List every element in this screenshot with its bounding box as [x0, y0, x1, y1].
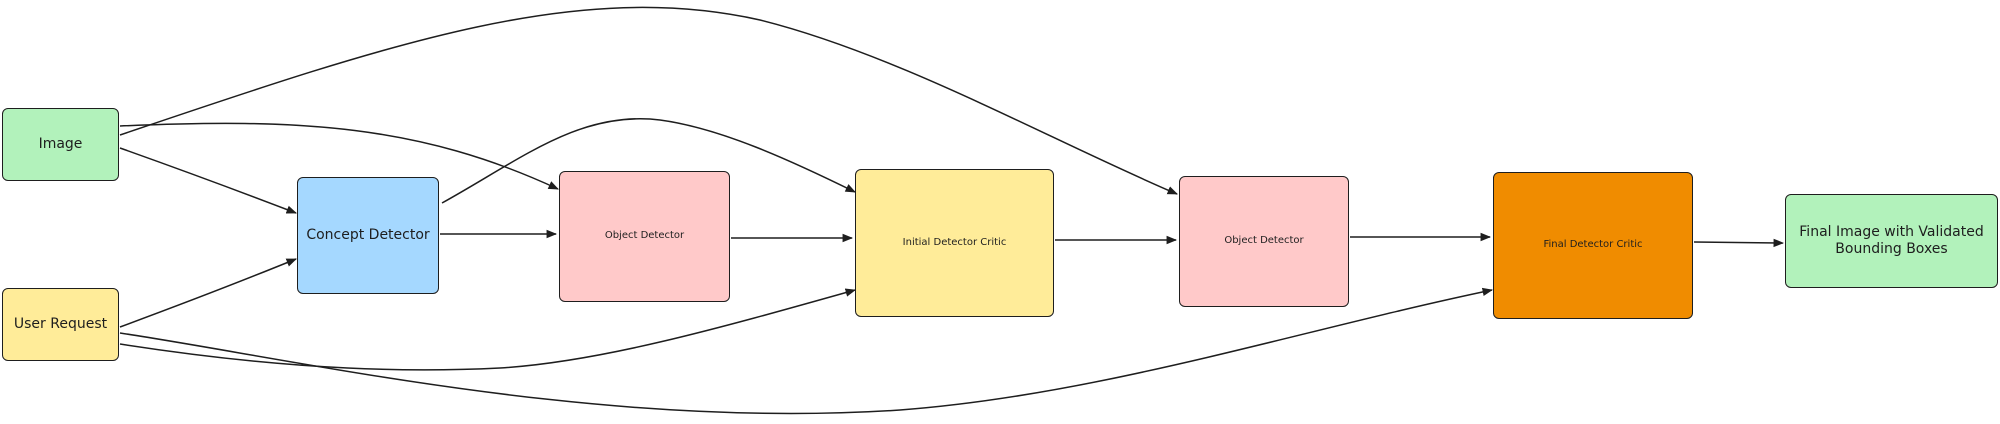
node-object-detector-2[interactable]: Object Detector — [1179, 176, 1349, 307]
node-image[interactable]: Image — [2, 108, 119, 181]
edge-final-detector-critic-to-final-image — [1693, 238, 1785, 248]
node-final-image-label: Final Image with Validated Bounding Boxe… — [1799, 223, 1984, 258]
edge-user-request-to-concept-detector — [119, 258, 297, 328]
node-initial-detector-critic[interactable]: Initial Detector Critic — [855, 169, 1054, 317]
node-concept-detector-label: Concept Detector — [306, 226, 430, 243]
node-object-detector-1[interactable]: Object Detector — [559, 171, 730, 302]
node-final-image[interactable]: Final Image with Validated Bounding Boxe… — [1785, 194, 1998, 288]
node-object-detector-1-label: Object Detector — [604, 230, 685, 242]
node-image-label: Image — [38, 135, 83, 152]
node-user-request-label: User Request — [13, 315, 108, 332]
edge-user-request-to-initial-detector-critic — [119, 288, 857, 371]
edge-image-to-object-detector-2 — [119, 6, 1178, 195]
edge-image-to-concept-detector — [119, 147, 297, 214]
node-user-request[interactable]: User Request — [2, 288, 119, 361]
node-initial-detector-critic-label: Initial Detector Critic — [902, 236, 1007, 248]
edge-concept-detector-to-initial-detector-critic — [441, 118, 856, 204]
edge-user-request-to-final-detector-critic — [119, 287, 1494, 415]
edge-image-to-object-detector-1 — [119, 122, 559, 190]
node-concept-detector[interactable]: Concept Detector — [297, 177, 439, 294]
node-final-detector-critic[interactable]: Final Detector Critic — [1493, 172, 1693, 319]
node-object-detector-2-label: Object Detector — [1224, 235, 1304, 247]
node-final-detector-critic-label: Final Detector Critic — [1543, 239, 1643, 251]
